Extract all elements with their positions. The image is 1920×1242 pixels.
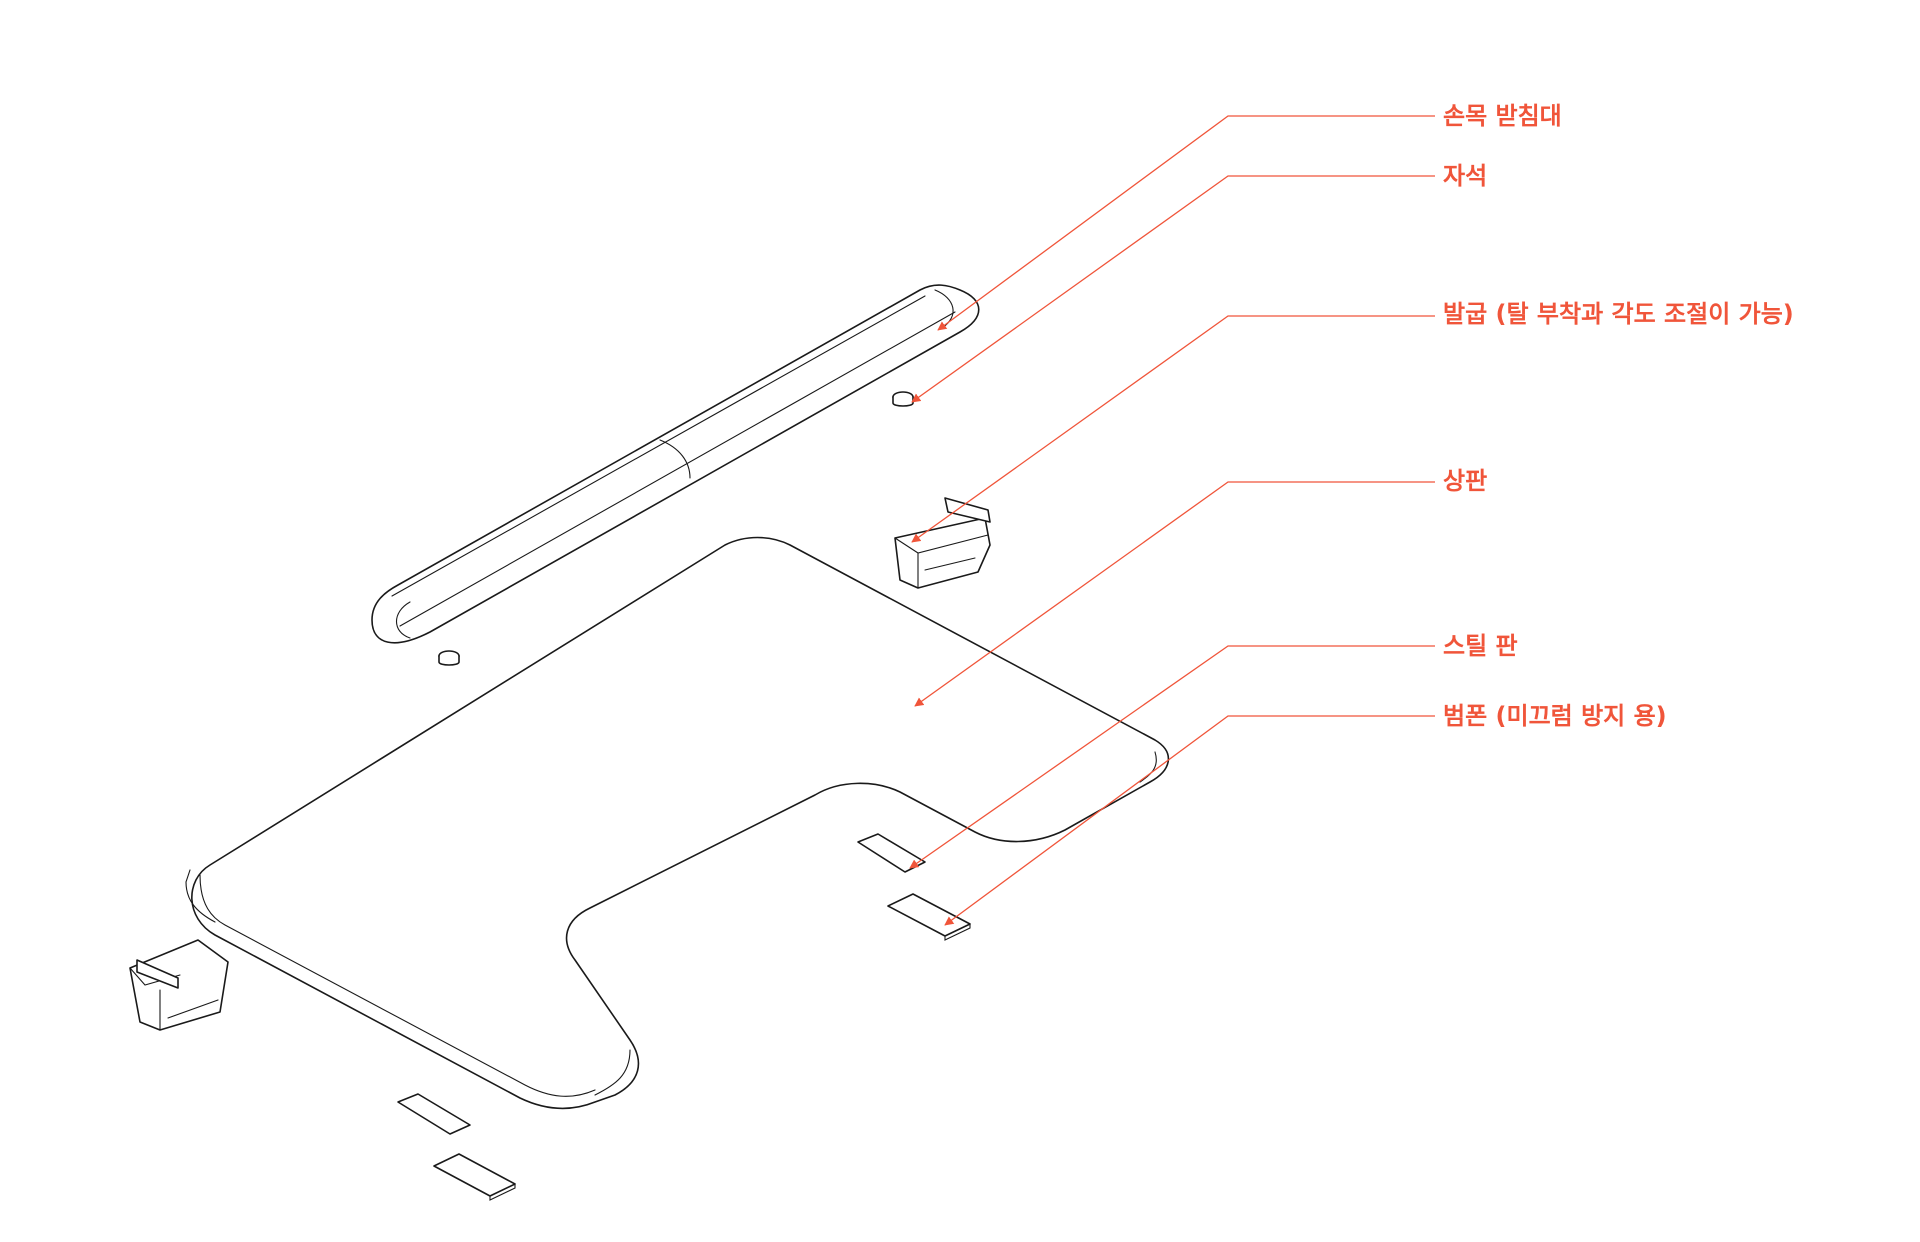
leader-wrist-rest	[937, 115, 1435, 331]
bumpon-part-left	[433, 1153, 516, 1201]
leader-magnet	[911, 175, 1435, 403]
leader-foot	[911, 315, 1435, 543]
leader-bumpon	[944, 715, 1435, 926]
leader-steel-plate	[909, 645, 1435, 869]
leader-top-plate	[914, 481, 1435, 707]
label-bumpon: 범폰 (미끄럼 방지 용)	[1443, 702, 1667, 730]
label-wrist-rest: 손목 받침대	[1443, 102, 1562, 130]
wrist-rest-part	[371, 284, 980, 644]
top-plate-part	[185, 536, 1170, 1110]
leader-lines	[909, 115, 1435, 926]
steel-plate-part-right	[857, 833, 926, 873]
label-top-plate: 상판	[1443, 467, 1487, 495]
magnet-part-left	[438, 650, 460, 666]
foot-part-right	[894, 497, 991, 589]
label-magnet: 자석	[1443, 162, 1487, 190]
foot-part-left	[129, 939, 229, 1031]
label-steel-plate: 스틸 판	[1443, 632, 1518, 660]
steel-plate-part-left	[397, 1093, 471, 1135]
magnet-part-right	[892, 391, 914, 407]
bumpon-part-right	[887, 893, 971, 941]
label-foot: 발굽 (탈 부착과 각도 조절이 가능)	[1443, 300, 1794, 328]
